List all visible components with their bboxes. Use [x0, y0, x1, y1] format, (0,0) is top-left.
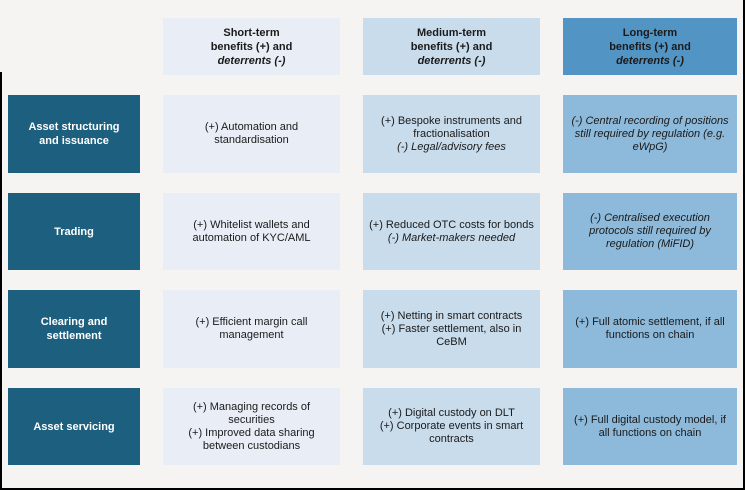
cell-asset-servicing-short-term: (+) Managing records of securities (+) I… — [163, 388, 340, 465]
benefit-item: (+) Full atomic settlement, if all funct… — [575, 316, 725, 341]
column-header-subtitle-deterrents: deterrents (-) — [417, 54, 486, 67]
column-header-subtitle-deterrents: deterrents (-) — [217, 54, 286, 67]
column-header-long-term: Long-term benefits (+) and deterrents (-… — [563, 18, 737, 75]
benefit-item: (+) Improved data sharing between custod… — [188, 426, 315, 452]
matrix-corner-spacer — [8, 18, 140, 75]
benefit-item: (+) Whitelist wallets and automation of … — [192, 218, 311, 244]
row-label-clearing-settlement: Clearing and settlement — [8, 290, 140, 368]
deterrent-item: (-) Centralised execution protocols stil… — [589, 212, 711, 250]
column-header-subtitle-deterrents: deterrents (-) — [616, 54, 684, 67]
cell-clearing-settlement-long-term: (+) Full atomic settlement, if all funct… — [563, 290, 737, 368]
cell-asset-servicing-medium-term: (+) Digital custody on DLT (+) Corporate… — [363, 388, 540, 465]
row-label-trading: Trading — [8, 193, 140, 270]
cell-clearing-settlement-medium-term: (+) Netting in smart contracts (+) Faste… — [363, 290, 540, 368]
column-header-medium-term: Medium-term benefits (+) and deterrents … — [363, 18, 540, 75]
deterrent-item: (-) Market-makers needed — [387, 231, 516, 244]
column-header-short-term: Short-term benefits (+) and deterrents (… — [163, 18, 340, 75]
benefit-item: (+) Automation and standardisation — [204, 121, 299, 146]
benefit-item: (+) Digital custody on DLT — [388, 407, 515, 419]
column-header-title: Long-term — [622, 26, 678, 39]
cell-clearing-settlement-short-term: (+) Efficient margin call management — [163, 290, 340, 368]
benefit-item: (+) Efficient margin call management — [195, 316, 308, 341]
deterrent-item: (-) Central recording of positions still… — [571, 114, 729, 153]
column-header-subtitle: benefits (+) and — [410, 40, 493, 53]
cell-asset-servicing-long-term: (+) Full digital custody model, if all f… — [563, 388, 737, 465]
figure-border-bottom — [0, 488, 745, 490]
cell-trading-short-term: (+) Whitelist wallets and automation of … — [163, 193, 340, 270]
benefit-item: (+) Corporate events in smart contracts — [379, 420, 524, 445]
benefits-deterrents-matrix: Short-term benefits (+) and deterrents (… — [8, 18, 737, 465]
column-header-subtitle: benefits (+) and — [609, 40, 691, 53]
row-label-asset-structuring-issuance: Asset structuring and issuance — [8, 95, 140, 173]
column-header-title: Medium-term — [416, 26, 487, 39]
benefit-item: (+) Netting in smart contracts — [380, 309, 523, 322]
benefit-item: (+) Managing records of securities — [192, 400, 311, 426]
cell-asset-structuring-long-term: (-) Central recording of positions still… — [563, 95, 737, 173]
cell-asset-structuring-medium-term: (+) Bespoke instruments and fractionalis… — [363, 95, 540, 173]
cell-trading-long-term: (-) Centralised execution protocols stil… — [563, 193, 737, 270]
cell-trading-medium-term: (+) Reduced OTC costs for bonds (-) Mark… — [363, 193, 540, 270]
row-label-asset-servicing: Asset servicing — [8, 388, 140, 465]
deterrent-item: (-) Legal/advisory fees — [397, 140, 506, 153]
benefit-item: (+) Reduced OTC costs for bonds — [369, 218, 534, 231]
figure-border-right — [743, 0, 745, 490]
benefit-item: (+) Bespoke instruments and fractionalis… — [381, 114, 522, 140]
benefit-item: (+) Faster settlement, also in CeBM — [381, 322, 522, 348]
column-header-title: Short-term — [223, 26, 280, 39]
cell-asset-structuring-short-term: (+) Automation and standardisation — [163, 95, 340, 173]
figure-border-left — [0, 72, 2, 490]
benefit-item: (+) Full digital custody model, if all f… — [574, 413, 726, 439]
column-header-subtitle: benefits (+) and — [210, 40, 293, 53]
